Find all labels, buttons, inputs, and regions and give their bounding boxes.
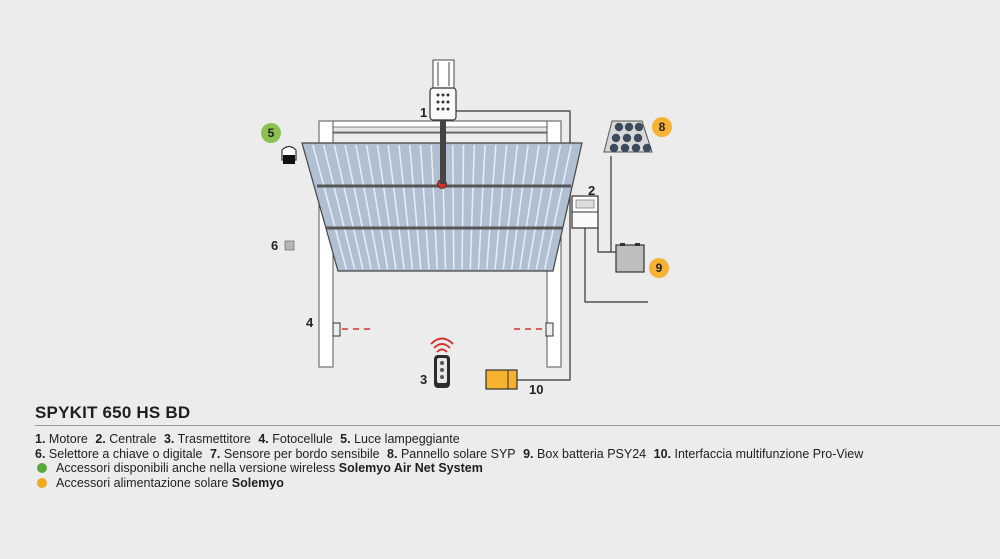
legend-item: 8. Pannello solare SYP [387, 446, 516, 461]
door-slat [519, 144, 540, 270]
door-slat [494, 144, 508, 270]
door-slat [452, 144, 455, 270]
svg-text:8: 8 [659, 120, 666, 134]
solar-cell [642, 143, 652, 153]
svg-text:5: 5 [268, 126, 275, 140]
label-motor: 1 [420, 105, 427, 120]
door-slat [322, 144, 356, 270]
door-slat [510, 144, 529, 270]
legend-row-1: 1. Motore 2. Centrale 3. Trasmettitore 4… [35, 432, 995, 447]
door-slat [344, 144, 372, 270]
photocell-icon [332, 322, 554, 337]
svg-text:9: 9 [656, 261, 663, 275]
solar-panel-badge: 8 [652, 117, 672, 137]
orange-dot-icon [37, 477, 47, 488]
door-slat [333, 144, 364, 270]
door-slat [477, 144, 486, 270]
garage-door [301, 142, 583, 272]
door-slat [365, 144, 389, 270]
product-title: SPYKIT 650 HS BD [35, 403, 191, 422]
title-divider [35, 425, 1000, 426]
label-interface: 10 [529, 382, 543, 397]
legend-item: 3. Trasmettitore [163, 432, 251, 446]
door-slat [355, 144, 381, 270]
solar-cell [624, 122, 634, 132]
flashing-light-icon [281, 145, 297, 164]
legend-item: 4. Fotocellule [258, 432, 333, 446]
label-control-unit: 2 [588, 183, 595, 198]
door-slat [535, 144, 562, 270]
solar-cell [620, 143, 630, 153]
wireless-note: Accessori disponibili anche nella versio… [35, 461, 995, 476]
solar-cell [622, 133, 632, 143]
door-slat [376, 144, 397, 270]
legend-row-2: 6. Selettore a chiave o digitale 7. Sens… [35, 447, 995, 462]
label-transmitter: 3 [420, 372, 427, 387]
remote-icon [430, 337, 454, 388]
door-slat [398, 144, 414, 270]
door-slat [486, 144, 497, 270]
solar-panel-icon [603, 120, 653, 153]
door-slat [461, 144, 465, 270]
legend-item: 10. Interfaccia multifunzione Pro-View [653, 446, 864, 461]
door-slat [430, 144, 438, 270]
legend-item: 7. Sensore per bordo sensibile [209, 446, 380, 461]
motor-icon [429, 59, 457, 184]
flashing-light-badge: 5 [261, 123, 281, 143]
door-slat [469, 144, 476, 270]
solar-cell [611, 133, 621, 143]
solar-cell [633, 133, 643, 143]
door-slat [387, 144, 405, 270]
selector-icon [284, 240, 295, 251]
interface-icon [485, 369, 518, 390]
door-slat [419, 144, 430, 270]
solar-cell [634, 122, 644, 132]
door-slat [527, 144, 551, 270]
solar-cell [631, 143, 641, 153]
green-dot-icon [37, 463, 47, 474]
legend-item: 1. Motore [35, 432, 88, 446]
legend-item: 2. Centrale [95, 432, 157, 446]
door-slat [312, 144, 347, 270]
legend-item: 9. Box batteria PSY24 [523, 446, 647, 461]
control-unit-icon [571, 195, 599, 229]
label-photocells: 4 [306, 315, 314, 330]
battery-box-icon [615, 243, 645, 273]
solar-cell [609, 143, 619, 153]
wiring [455, 110, 648, 381]
door-slat [408, 144, 422, 270]
solar-note: Accessori alimentazione solare Solemyo [35, 476, 995, 491]
legend: 1. Motore 2. Centrale 3. Trasmettitore 4… [35, 432, 995, 490]
installation-diagram: 1 2 3 4 5 6 [261, 59, 672, 397]
legend-item: 6. Selettore a chiave o digitale [35, 446, 203, 461]
legend-item: 5. Luce lampeggiante [340, 432, 460, 446]
solar-cell [614, 122, 624, 132]
door-slat [543, 144, 572, 270]
label-selector: 6 [271, 238, 278, 253]
door-slat [502, 144, 519, 270]
battery-box-badge: 9 [649, 258, 669, 278]
